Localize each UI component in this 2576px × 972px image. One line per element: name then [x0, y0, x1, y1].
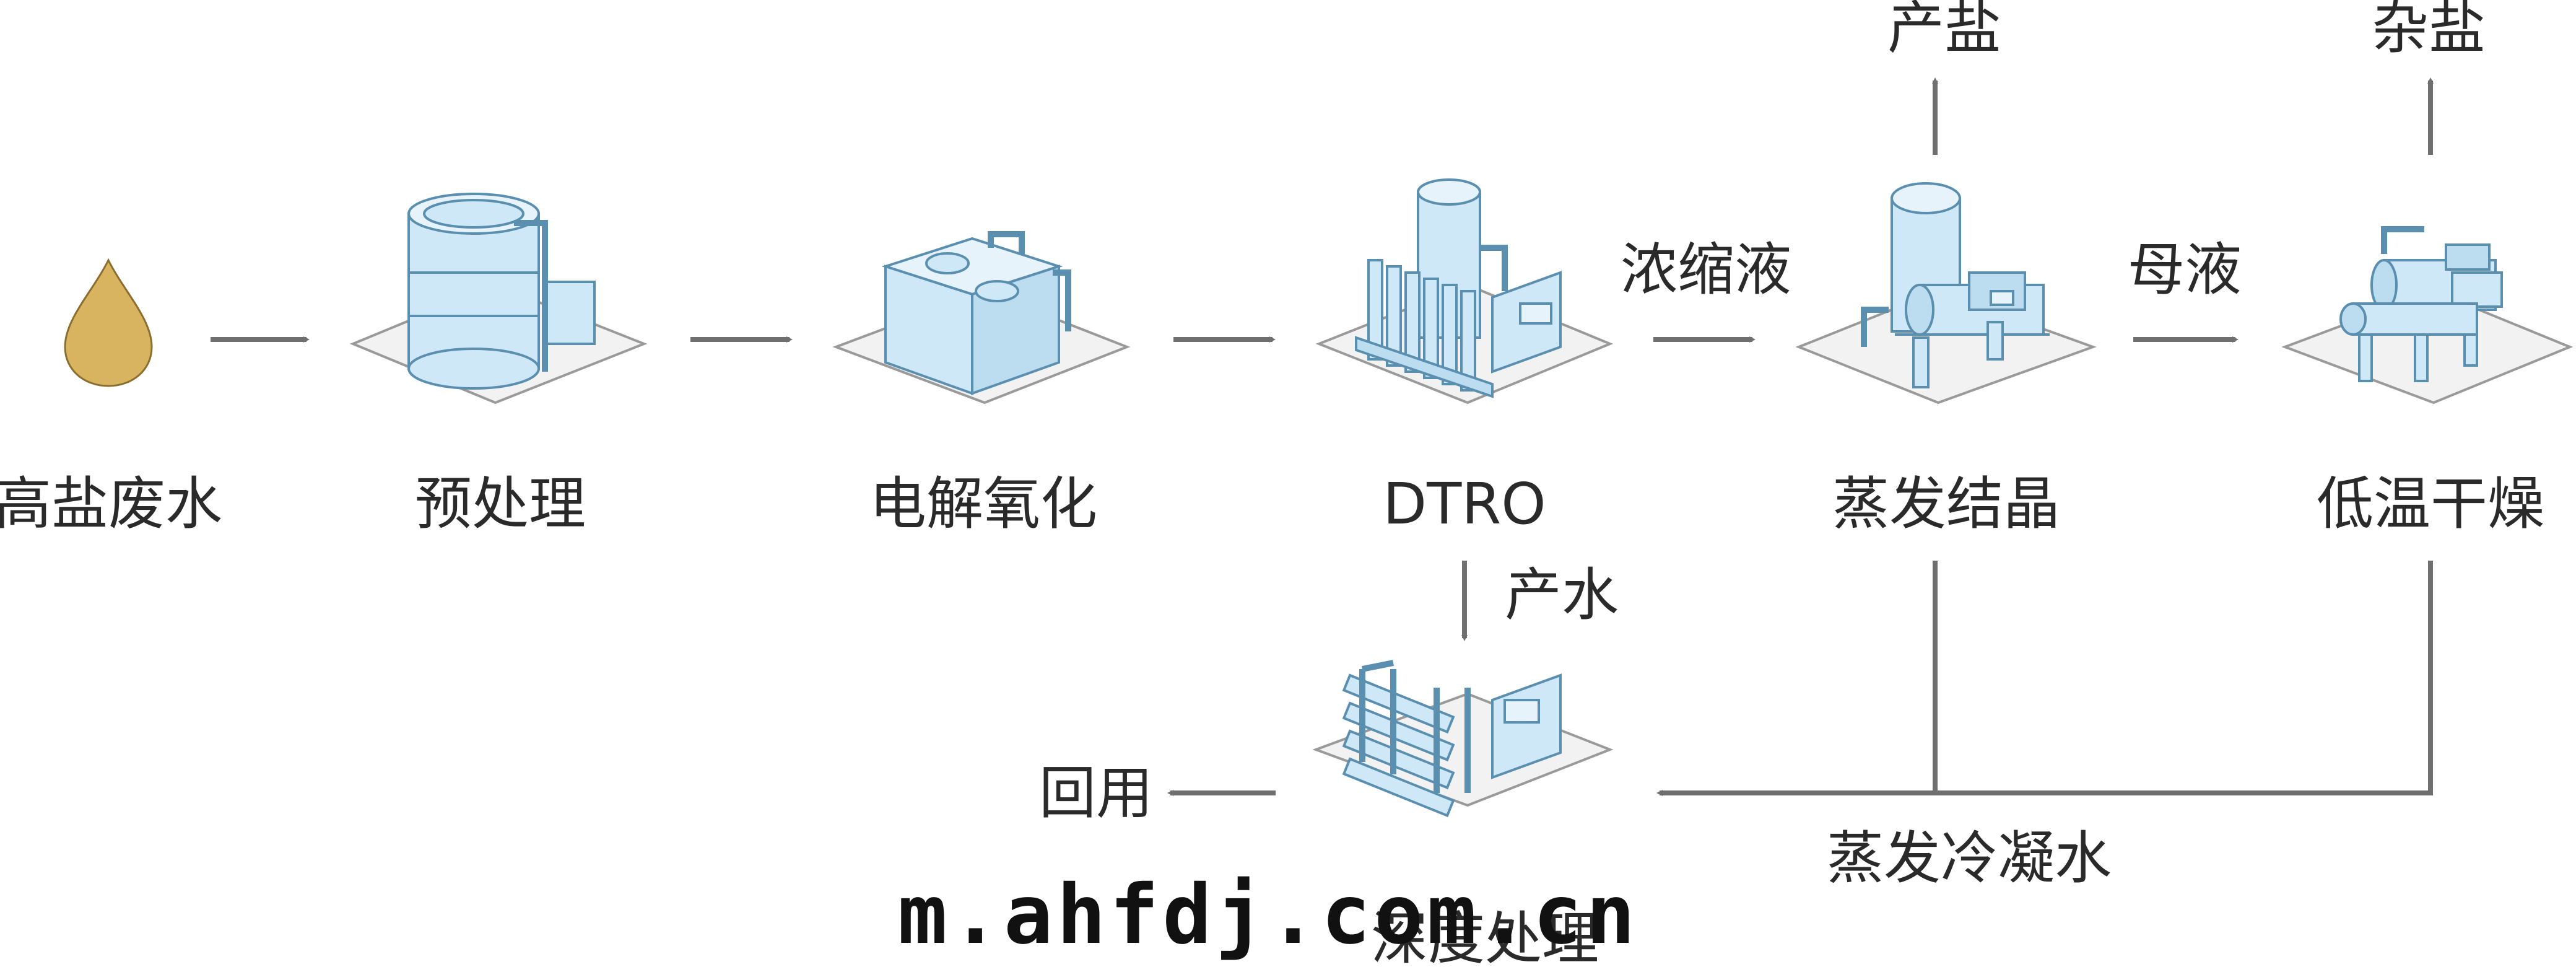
label-deep-treatment: 深度处理 — [1370, 906, 1599, 972]
label-product-salt: 产盐 — [1887, 0, 2002, 61]
dtro-unit-icon — [1315, 178, 1614, 405]
label-dtro: DTRO — [1383, 471, 1546, 537]
evaporation-crystallizer-icon — [1795, 182, 2097, 405]
label-evaporation-condensate: 蒸发冷凝水 — [1826, 825, 2112, 891]
label-product-water: 产水 — [1505, 562, 1619, 628]
label-high-salt-wastewater: 高盐废水 — [0, 471, 223, 537]
condensate-return-line — [1656, 561, 2433, 796]
pretreatment-tank-icon — [349, 193, 648, 405]
label-evaporative-crystallization: 蒸发结晶 — [1832, 471, 2061, 537]
deep-treatment-unit-icon — [1312, 660, 1614, 818]
label-concentrate: 浓缩液 — [1620, 237, 1792, 303]
label-mixed-salt: 杂盐 — [2371, 0, 2486, 61]
watermark: m.ahfdj.com.cn — [898, 867, 1639, 963]
flow-arrows — [211, 77, 2434, 796]
wastewater-drop-icon — [64, 258, 153, 387]
label-pretreatment: 预处理 — [414, 471, 586, 537]
label-mother-liquor: 母液 — [2127, 237, 2242, 303]
label-electrolytic-oxidation: 电解氧化 — [869, 471, 1098, 537]
label-low-temp-drying: 低温干燥 — [2316, 471, 2545, 537]
label-reuse: 回用 — [1038, 760, 1154, 826]
electrolysis-unit-icon — [832, 231, 1131, 405]
low-temp-dryer-icon — [2281, 226, 2574, 405]
